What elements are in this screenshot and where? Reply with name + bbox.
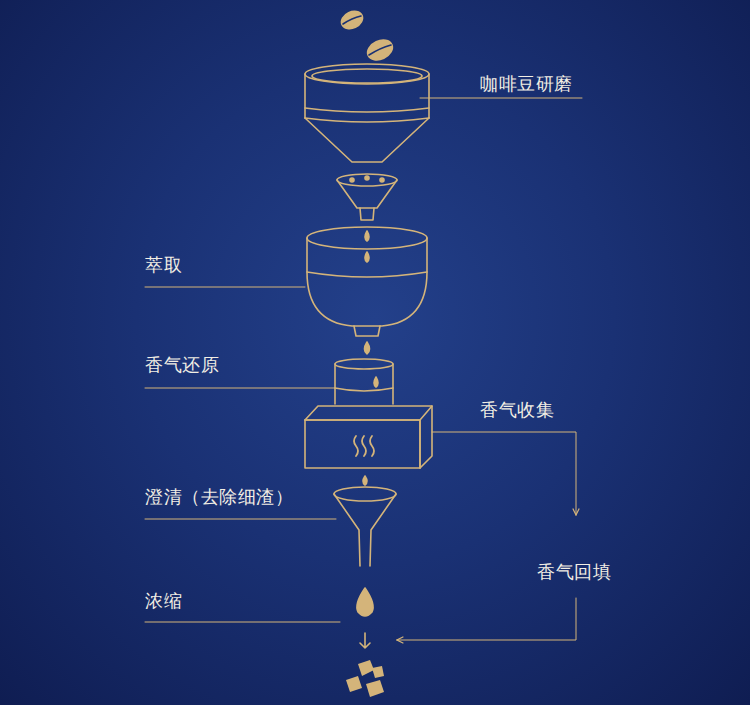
extraction-vessel (307, 227, 427, 336)
drop (365, 231, 369, 241)
coffee-granules (346, 660, 384, 697)
coffee-bean (339, 8, 366, 32)
step-label: 萃取 (145, 254, 182, 276)
aroma-cup (335, 359, 393, 404)
step-label: 澄清（去除细渣） (145, 486, 293, 508)
heater-box (305, 406, 432, 468)
step-label: 香气收集 (480, 399, 554, 421)
coffee-bean (364, 36, 395, 63)
dripper (337, 174, 397, 220)
step-label: 浓缩 (145, 590, 182, 612)
filter-funnel (334, 476, 396, 566)
step-label: 香气回填 (537, 561, 611, 583)
leader-line (145, 98, 582, 640)
concentrate-drop (357, 588, 373, 616)
grinder (305, 64, 429, 162)
step-label: 香气还原 (145, 354, 219, 376)
drop (365, 342, 370, 354)
step-label: 咖啡豆研磨 (480, 73, 573, 95)
down-arrow (360, 633, 370, 648)
